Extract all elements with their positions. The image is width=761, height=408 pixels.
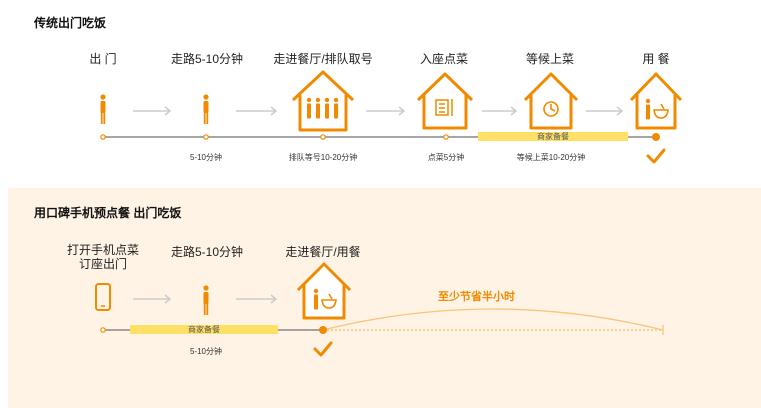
step-label-phone-line2: 订座出门 xyxy=(78,257,128,271)
step-label-dine-mobile: 走进餐厅/用餐 xyxy=(285,245,361,259)
step-label-walk-mobile: 走路5-10分钟 xyxy=(170,245,244,259)
step-label-walk: 走路5-10分钟 xyxy=(170,52,244,66)
dining-person-icon xyxy=(313,288,319,310)
traditional-diagram xyxy=(100,70,683,164)
clock-house-icon xyxy=(523,72,579,130)
mobile-prep-bar: 商家备餐 xyxy=(130,325,278,334)
duration-queue: 排队等号10-20分钟 xyxy=(288,153,358,162)
arrow-icon xyxy=(366,106,406,116)
step-label-depart: 出 门 xyxy=(89,52,117,66)
dining-house-icon xyxy=(629,72,683,130)
arrow-icon xyxy=(236,106,278,116)
timeline-node xyxy=(100,134,106,140)
dining-house-icon xyxy=(296,262,352,320)
bowl-icon xyxy=(653,103,669,119)
duration-order: 点菜5分钟 xyxy=(427,153,465,162)
timeline-node xyxy=(100,327,106,333)
mobile-duration-walk: 5-10分钟 xyxy=(189,347,223,356)
menu-icon xyxy=(435,99,453,116)
arrow-icon xyxy=(133,294,172,304)
clock-icon xyxy=(543,101,559,117)
step-label-wait: 等候上菜 xyxy=(525,52,575,66)
arrow-icon xyxy=(236,294,278,304)
timeline-node xyxy=(203,134,209,140)
time-saved-label: 至少节省半小时 xyxy=(438,291,515,303)
person-icon xyxy=(203,285,209,315)
step-label-phone-line1: 打开手机点菜 xyxy=(66,243,140,257)
check-icon xyxy=(646,148,666,164)
menu-house-icon xyxy=(416,72,474,130)
queue-people-icon xyxy=(306,97,339,119)
bowl-icon xyxy=(321,293,337,309)
duration-walk: 5-10分钟 xyxy=(189,153,223,162)
arrow-icon xyxy=(482,106,518,116)
phone-icon xyxy=(95,283,111,311)
timeline-node xyxy=(443,134,449,140)
duration-wait: 等候上菜10-20分钟 xyxy=(516,153,586,162)
dining-person-icon xyxy=(645,98,651,120)
prep-bar: 商家备餐 xyxy=(478,132,628,141)
step-label-order: 入座点菜 xyxy=(419,52,469,66)
person-icon xyxy=(100,94,106,124)
step-label-queue: 走进餐厅/排队取号 xyxy=(273,52,373,66)
arrow-icon xyxy=(133,106,172,116)
step-label-dine: 用 餐 xyxy=(642,52,670,66)
mobile-section-background xyxy=(8,188,761,408)
saved-time-arc xyxy=(322,308,664,331)
person-icon xyxy=(203,94,209,124)
traditional-title: 传统出门吃饭 xyxy=(34,16,107,30)
step-label-phone: 打开手机点菜 订座出门 xyxy=(67,243,139,271)
mobile-title: 用口碑手机预点餐 出门吃饭 xyxy=(34,206,182,220)
timeline-node xyxy=(320,134,326,140)
check-icon xyxy=(313,341,333,357)
arrow-icon xyxy=(586,106,624,116)
timeline-end-node xyxy=(652,133,660,141)
timeline-end-node xyxy=(319,326,327,334)
